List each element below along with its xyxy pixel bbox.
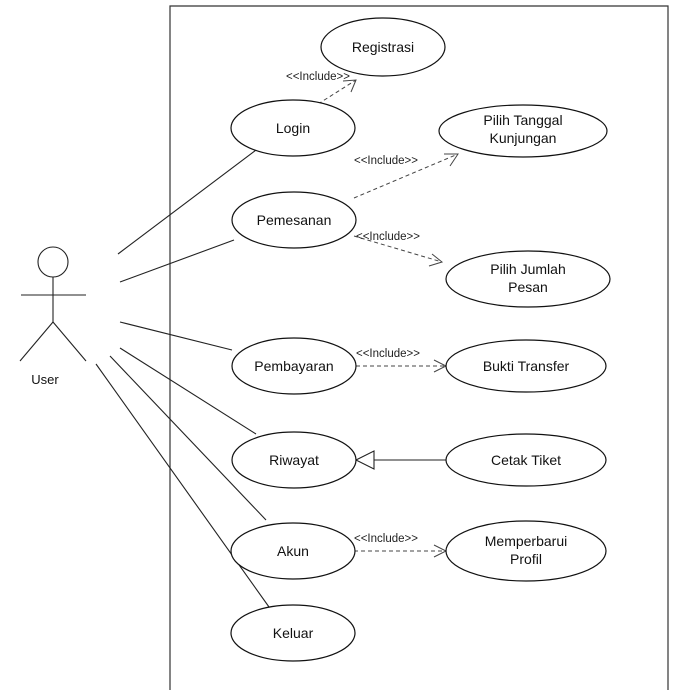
generalization-relation (354, 450, 446, 470)
stick-figure-actor-icon (19, 246, 87, 362)
association-pemesanan (119, 239, 235, 283)
use-case-keluar-label: Keluar (273, 625, 314, 641)
use-case-pembayaran[interactable]: Pembayaran (231, 337, 357, 395)
association-riwayat (119, 347, 257, 435)
use-case-registrasi-label: Registrasi (352, 39, 414, 55)
use-case-pilih-jumlah-pesan[interactable]: Pilih Jumlah Pesan (445, 250, 611, 308)
include-label-login-registrasi: <<Include>> (286, 71, 350, 83)
use-case-keluar[interactable]: Keluar (230, 604, 356, 662)
association-login (117, 149, 257, 255)
use-case-pilih-tanggal-kunjungan[interactable]: Pilih Tanggal Kunjungan (438, 104, 608, 158)
use-case-cetak-tiket-label: Cetak Tiket (491, 452, 561, 468)
arrowhead-registrasi (342, 79, 357, 93)
include-label-pemesanan-tanggal: <<Include>> (354, 155, 418, 167)
use-case-riwayat[interactable]: Riwayat (231, 431, 357, 489)
association-lines (95, 149, 275, 615)
use-case-akun[interactable]: Akun (230, 522, 356, 580)
generalization-triangle-icon (354, 450, 375, 470)
include-relations: <<Include>> <<Include>> <<Include>> <<In… (286, 71, 459, 558)
use-case-riwayat-label: Riwayat (269, 452, 319, 468)
actor-user-label: User (31, 372, 59, 387)
include-label-pembayaran-bukti: <<Include>> (356, 348, 420, 360)
include-label-akun-profil: <<Include>> (354, 533, 418, 545)
include-line-login-registrasi (317, 79, 357, 105)
use-case-pembayaran-label: Pembayaran (254, 358, 333, 374)
use-case-cetak-tiket[interactable]: Cetak Tiket (445, 433, 607, 487)
use-case-akun-label: Akun (277, 543, 309, 559)
arrowhead-pilih-tanggal (444, 153, 459, 167)
use-case-memperbarui-profil[interactable]: Memperbarui Profil (445, 520, 607, 582)
include-label-pemesanan-jumlah: <<Include>> (356, 231, 420, 243)
use-case-pemesanan-label: Pemesanan (257, 212, 332, 228)
use-case-memperbarui-profil-label-line1: Memperbarui (485, 533, 567, 549)
use-case-login[interactable]: Login (230, 99, 356, 157)
association-keluar (95, 363, 275, 615)
use-case-bukti-transfer-label: Bukti Transfer (483, 358, 570, 374)
use-case-registrasi[interactable]: Registrasi (320, 17, 446, 77)
use-case-login-label: Login (276, 120, 310, 136)
association-akun (109, 355, 267, 521)
include-line-pemesanan-jumlah (353, 235, 443, 263)
use-case-memperbarui-profil-label-line2: Profil (510, 551, 542, 567)
use-case-pemesanan[interactable]: Pemesanan (231, 191, 357, 249)
actor-user[interactable]: User (19, 246, 87, 387)
include-line-pemesanan-tanggal (353, 153, 459, 199)
use-case-pilih-jumlah-label-line2: Pesan (508, 279, 548, 295)
use-case-pilih-jumlah-label-line1: Pilih Jumlah (490, 261, 565, 277)
use-case-bukti-transfer[interactable]: Bukti Transfer (445, 339, 607, 393)
arrowhead-pilih-jumlah (428, 253, 444, 267)
association-pembayaran (119, 321, 233, 351)
use-case-pilih-tanggal-label-line1: Pilih Tanggal (483, 112, 562, 128)
use-case-pilih-tanggal-label-line2: Kunjungan (490, 130, 557, 146)
system-boundary (169, 5, 669, 690)
